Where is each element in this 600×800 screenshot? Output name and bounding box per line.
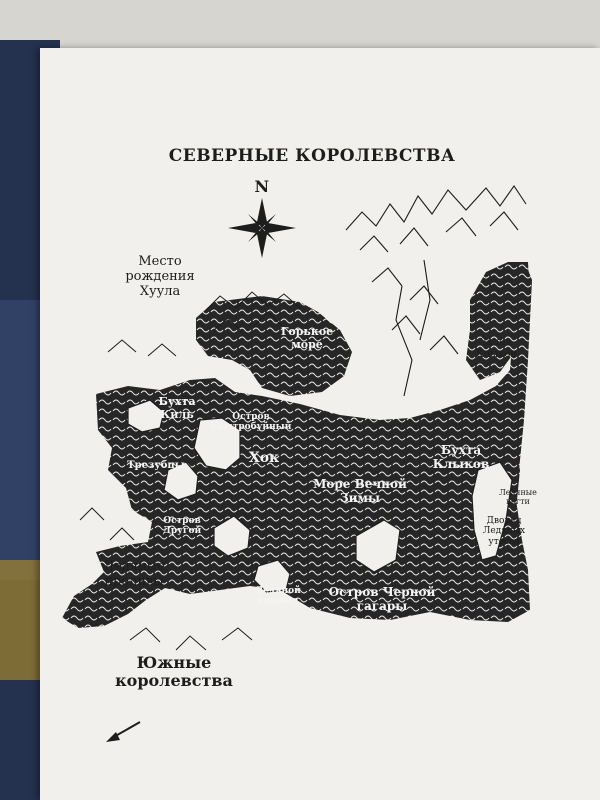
sea-main xyxy=(62,262,532,628)
direction-arrow-icon xyxy=(106,721,141,742)
island-tridents xyxy=(163,461,199,501)
mountains-west xyxy=(79,339,253,651)
label-other-island: Остров Другой xyxy=(162,516,202,537)
headland-kil xyxy=(127,399,165,433)
coast-ice-cliffs xyxy=(471,461,513,561)
label-fang-gulf: Залив Клыков xyxy=(476,337,516,360)
label-hok: Хок xyxy=(248,450,280,466)
label-southern-kingdoms: Южные королевства xyxy=(115,653,233,691)
label-tridents: Трезубцы xyxy=(127,460,185,471)
label-ice-straits: Ледяные проливы xyxy=(103,559,165,589)
island-fastwind xyxy=(193,417,241,471)
label-fastwind-island: Остров Быстробуйный xyxy=(210,412,292,433)
sea-bitter xyxy=(196,296,352,396)
label-ice-dagger: Ледяной кинжал xyxy=(255,586,301,607)
label-ice-claws: Ледяные когти xyxy=(499,488,537,507)
island-ice-dagger xyxy=(253,559,291,593)
label-black-gagara-island: Остров Черной гагары xyxy=(328,585,436,613)
label-ice-cliffs-palace: Дворец Ледяных утесов xyxy=(482,516,526,547)
island-other xyxy=(213,515,251,557)
label-fang-bay: Бухта Клыков xyxy=(432,443,490,471)
mountains-birthplace xyxy=(205,291,301,333)
island-black-gagara xyxy=(355,519,401,573)
label-bitter-sea: Горькое море xyxy=(280,325,334,351)
label-birthplace: Место рождения Хуула xyxy=(125,254,195,299)
compass-north-label: N xyxy=(254,177,270,196)
compass-rose-icon xyxy=(228,198,296,258)
map-title: СЕВЕРНЫЕ КОРОЛЕВСТВА xyxy=(168,146,456,166)
label-eternal-winter-sea: Море Вечной Зимы xyxy=(313,477,407,505)
sea-fang-gulf xyxy=(466,262,530,380)
mountains-north xyxy=(345,185,527,397)
label-kil-bay: Бухта Киль xyxy=(158,395,196,421)
